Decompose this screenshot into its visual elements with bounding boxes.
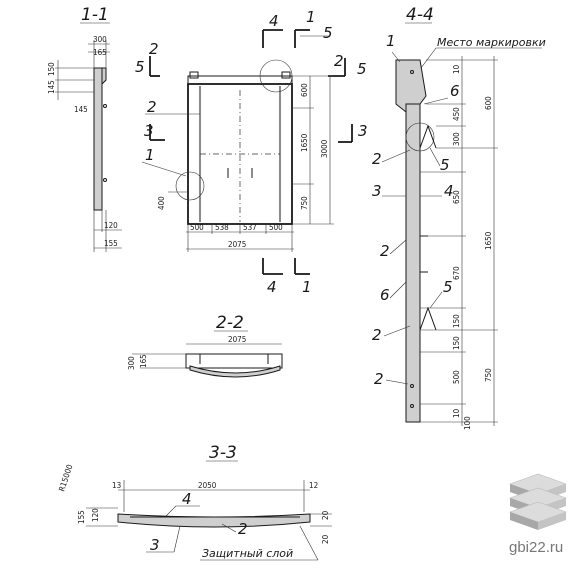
detail-circle-bottom (175, 171, 205, 201)
front-view: 4 1 5 2 5 2 5 2 3 1 3 600 1650 750 3 (135, 8, 368, 296)
s44-pos-3: 3 (372, 182, 382, 200)
section-1-1: 1-1 300 165 150 145 145 120 155 (47, 5, 122, 252)
s33-dim-20-b: 20 (321, 534, 330, 544)
dim-3000: 3000 (320, 139, 329, 158)
section-1-1-profile (93, 67, 103, 211)
cut-label-4-bottom: 4 (267, 278, 277, 296)
s22-dim-2075: 2075 (228, 335, 246, 344)
s22-profile (185, 353, 283, 369)
s33-dim-155: 155 (77, 510, 86, 524)
dim-300: 300 (93, 35, 107, 44)
s44-dim-150-a: 150 (452, 314, 461, 328)
marking-note: Место маркировки (437, 36, 546, 49)
s44-pos-5-a: 5 (440, 156, 450, 174)
cut-label-1-bottom: 1 (302, 278, 312, 296)
dim-500-b: 500 (269, 223, 283, 232)
dim-1650: 1650 (300, 133, 309, 152)
section-3-3-title: 3-3 (209, 443, 237, 463)
dim-145-b: 145 (74, 105, 88, 114)
s44-pos-2-d: 2 (374, 370, 384, 388)
s33-dim-120: 120 (91, 508, 100, 522)
s44-dim-r600: 600 (484, 96, 493, 110)
s22-dim-300: 300 (127, 356, 136, 370)
s44-dim-10-a: 10 (452, 64, 461, 74)
section-3-3: 3-3 R15000 13 2050 12 155 120 20 20 4 2 … (57, 443, 332, 561)
s44-dim-r750: 750 (484, 368, 493, 382)
s44-pos-6-a: 6 (450, 82, 460, 100)
dim-538: 538 (215, 223, 229, 232)
position-2: 2 (147, 98, 157, 116)
s44-pos-2-b: 2 (380, 242, 390, 260)
section-1-1-title: 1-1 (81, 5, 109, 25)
dim-120: 120 (104, 221, 118, 230)
section-4-4: 4-4 Место маркировки 1 6 2 5 3 4 2 6 5 2 (372, 5, 546, 430)
s33-radius: R15000 (57, 463, 74, 493)
section-4-4-profile (405, 103, 421, 423)
dim-537: 537 (243, 223, 257, 232)
s44-pos-2-a: 2 (372, 150, 382, 168)
s33-dim-13: 13 (112, 481, 121, 490)
watermark-text: gbi22.ru (509, 539, 563, 556)
cut-label-1-top: 1 (306, 8, 316, 26)
dim-165: 165 (93, 48, 107, 57)
s44-dim-450: 450 (452, 107, 461, 121)
s44-pos-6-b: 6 (380, 286, 390, 304)
s44-pos-1: 1 (386, 32, 396, 50)
dim-500-a: 500 (190, 223, 204, 232)
section-2-2: 2-2 2075 300 165 (127, 313, 283, 378)
cut-label-4-top: 4 (269, 12, 279, 30)
s44-dim-500: 500 (452, 370, 461, 384)
section-2-2-title: 2-2 (216, 313, 244, 333)
s44-dim-670: 670 (452, 266, 461, 280)
dim-2075: 2075 (228, 240, 246, 249)
dim-150: 150 (47, 62, 56, 76)
s44-pos-4: 4 (444, 182, 454, 200)
cut-label-5-right: 5 (357, 60, 367, 78)
cut-label-3-right: 3 (358, 122, 368, 140)
callout-5: 5 (323, 24, 333, 42)
s33-profile (117, 513, 311, 528)
s33-pos-4: 4 (182, 490, 192, 508)
dim-600: 600 (300, 83, 309, 97)
dim-155: 155 (104, 239, 118, 248)
s33-dim-12: 12 (309, 481, 318, 490)
section-4-4-title: 4-4 (406, 5, 434, 25)
s33-protective-layer-note: Защитный слой (202, 547, 293, 560)
s33-dim-2050: 2050 (198, 481, 217, 490)
cut-label-3-left: 3 (144, 122, 154, 140)
s44-pos-2-c: 2 (372, 326, 382, 344)
s44-dim-100: 100 (463, 416, 472, 430)
s44-pos-5-b: 5 (443, 278, 453, 296)
dim-750: 750 (300, 196, 309, 210)
s33-dim-20-a: 20 (321, 510, 330, 520)
s44-dim-10-b: 10 (452, 408, 461, 418)
s44-dim-300: 300 (452, 132, 461, 146)
cut-label-2-left: 2 (149, 40, 159, 58)
s44-dim-650: 650 (452, 190, 461, 204)
s33-pos-3: 3 (150, 536, 160, 554)
dim-400: 400 (157, 196, 166, 210)
stacked-slabs-icon (509, 473, 567, 530)
position-1: 1 (145, 146, 155, 164)
dim-145-a: 145 (47, 80, 56, 94)
s44-dim-r1650: 1650 (484, 231, 493, 250)
watermark: gbi22.ru (509, 473, 567, 556)
s44-dim-150-b: 150 (452, 336, 461, 350)
cut-label-2-right: 2 (334, 52, 344, 70)
s33-pos-2: 2 (238, 520, 248, 538)
cut-label-5-left: 5 (135, 58, 145, 76)
s22-dim-165: 165 (139, 354, 148, 368)
